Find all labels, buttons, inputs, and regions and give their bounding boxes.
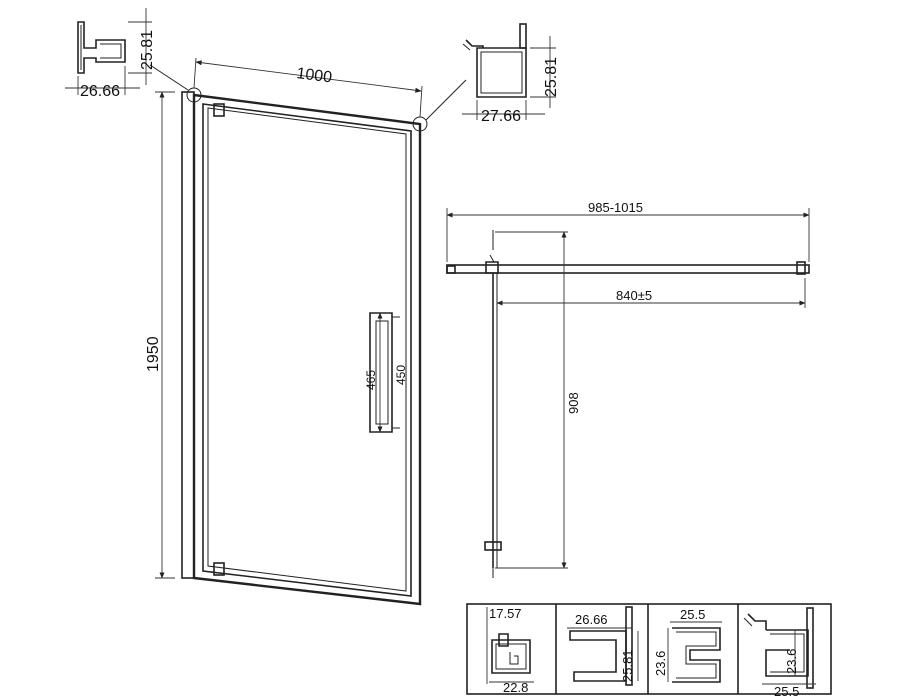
panel-3-side-label: 23.6: [653, 651, 668, 676]
left-profile-shape: [77, 21, 126, 74]
overall-width-label: 985-1015: [588, 200, 643, 215]
panel-2-top-label: 26.66: [575, 612, 608, 627]
swing-depth-label: 908: [566, 392, 581, 414]
top-right-profile-detail: 25.81 27.66: [462, 23, 560, 125]
panel-1-top-label: 17.57: [489, 606, 522, 621]
right-profile-width-label: 27.66: [481, 108, 521, 125]
profile-panel-1: 17.57 22.8: [486, 606, 534, 695]
door-frame-inner: [202, 103, 412, 597]
right-profile-shape: [476, 47, 527, 98]
handle-outer-label: 465: [364, 370, 378, 390]
right-profile-height-label: 25.81: [543, 57, 560, 97]
profile-panel-4: 23.6 25.5: [743, 607, 816, 699]
left-profile-width-label: 26.66: [80, 83, 120, 100]
door-handle: [369, 312, 400, 433]
wall-profile: [181, 91, 195, 579]
plan-view: 985-1015 840±5 908: [446, 200, 810, 578]
panel-4-bottom-label: 25.5: [774, 684, 799, 699]
opening-width-label: 840±5: [616, 288, 652, 303]
panel-2-side-label: 25.81: [620, 649, 635, 682]
door-width-label: 1000: [295, 65, 333, 86]
handle-inner-label: 450: [394, 365, 408, 385]
profile-panel-2: 26.66 25.81: [567, 606, 639, 686]
profile-panels: 17.57 22.8 26.66 25.81 25.5 23.6: [466, 603, 832, 699]
door-frame-outer: [192, 93, 422, 606]
top-hinge: [213, 103, 225, 117]
left-profile-height-label: 25.81: [139, 30, 156, 70]
door-panel-plan: [446, 264, 810, 274]
plan-hinge: [485, 261, 499, 274]
top-left-profile-detail: 25.81 26.66: [65, 8, 156, 100]
panel-3-top-label: 25.5: [680, 607, 705, 622]
bottom-hinge: [213, 562, 225, 576]
profile-panel-3: 25.5 23.6: [653, 607, 722, 683]
panel-4-side-label: 23.6: [784, 649, 799, 674]
door-height-label: 1950: [145, 336, 162, 372]
panel-1-bottom-label: 22.8: [503, 680, 528, 695]
door-front-view: 1000 1950 465 450: [145, 57, 467, 606]
